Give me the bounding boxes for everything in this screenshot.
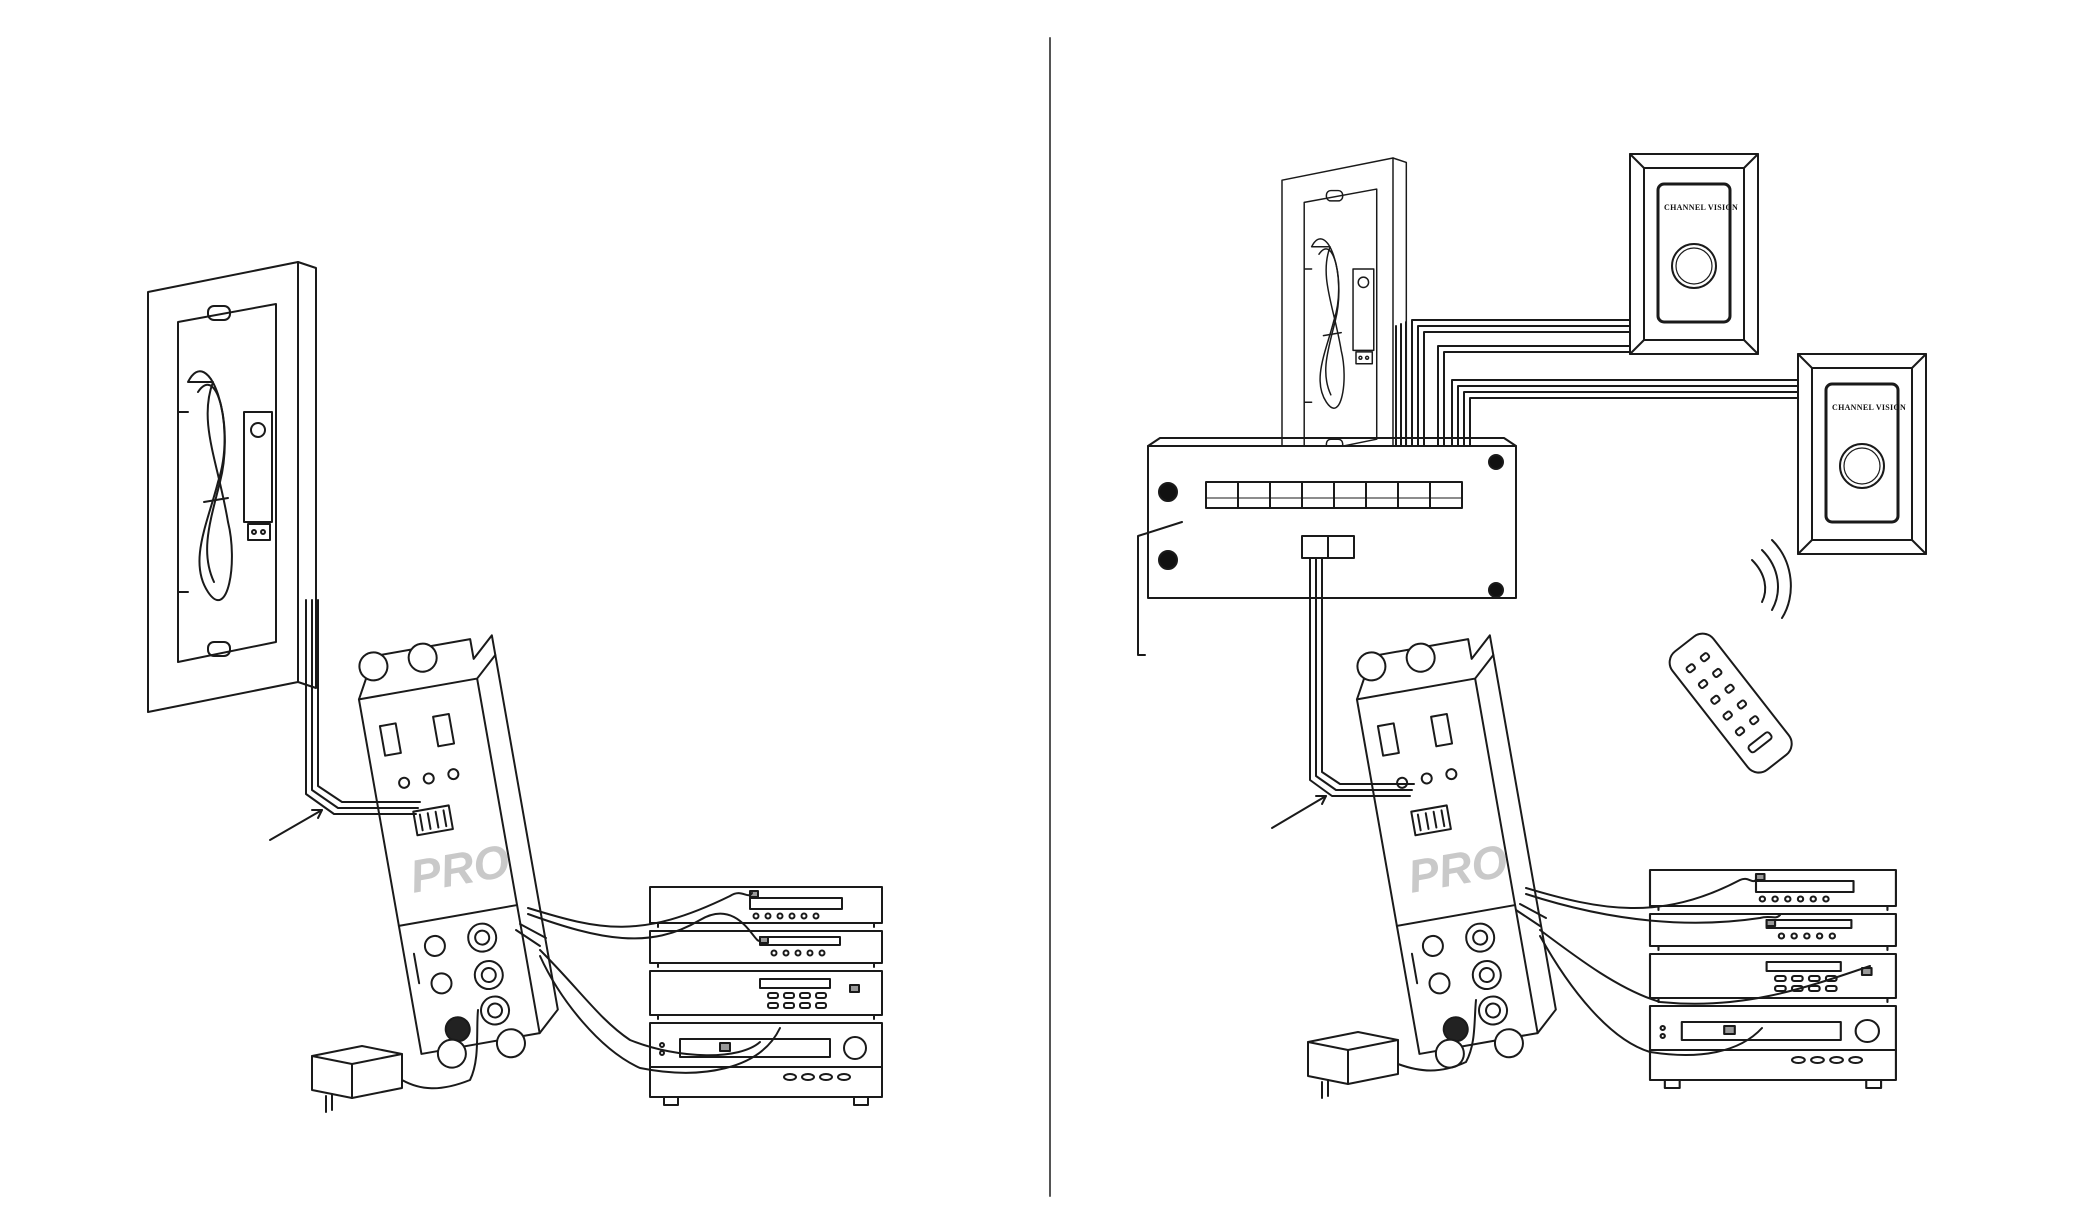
right-wall-plate	[1282, 158, 1406, 491]
ir-signal-waves	[1752, 540, 1791, 618]
right-diagram: CHANNEL VISION CHANNEL VISION PRO	[1138, 154, 1926, 1098]
right-amplifier: PRO	[1349, 631, 1562, 1072]
right-power-adapter	[1308, 1032, 1398, 1098]
keypad-1-brand: CHANNEL VISION	[1664, 203, 1738, 212]
left-amplifier: PRO	[351, 631, 564, 1072]
keypad-2: CHANNEL VISION	[1798, 354, 1926, 554]
left-diagram: PRO	[148, 262, 882, 1112]
right-arrow	[1272, 796, 1326, 828]
keypad-1: CHANNEL VISION	[1630, 154, 1758, 354]
left-arrow	[270, 810, 322, 840]
left-wall-plate	[148, 262, 316, 712]
remote-control	[1664, 628, 1797, 778]
keypad-2-brand: CHANNEL VISION	[1832, 403, 1906, 412]
left-power-adapter	[312, 1046, 402, 1112]
ir-hub	[1148, 438, 1516, 598]
